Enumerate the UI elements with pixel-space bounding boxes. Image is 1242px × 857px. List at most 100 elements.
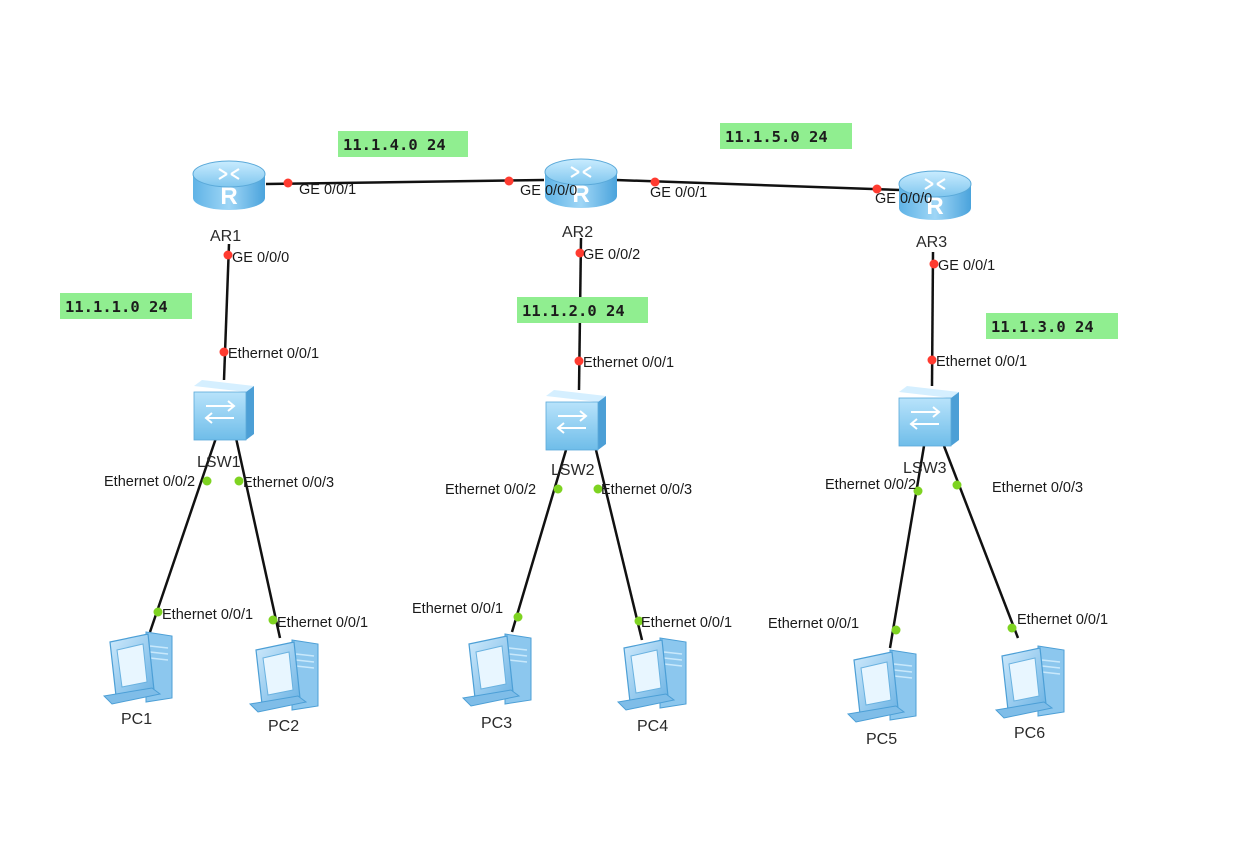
switch-lsw3[interactable]	[898, 385, 960, 447]
pc-pc3[interactable]	[462, 633, 532, 707]
port-label: Ethernet 0/0/3	[992, 480, 1083, 496]
link-lsw1-pc2	[234, 437, 282, 639]
port-dot-router	[574, 356, 584, 366]
port-label: Ethernet 0/0/1	[936, 354, 1027, 370]
port-label: GE 0/0/0	[232, 250, 289, 266]
port-dot-switch	[234, 476, 244, 486]
port-label: Ethernet 0/0/3	[243, 475, 334, 491]
port-label: Ethernet 0/0/2	[825, 477, 916, 493]
device-label-pc4: PC4	[637, 718, 668, 735]
link-lsw3-pc5	[888, 445, 926, 649]
network-label-bg	[720, 123, 852, 149]
switch-icon	[545, 389, 607, 451]
port-dot-switch	[913, 486, 923, 496]
link-lsw3-pc6	[942, 445, 1020, 639]
port-dot-switch	[634, 616, 644, 626]
device-label-pc6: PC6	[1014, 725, 1045, 742]
device-label-lsw3: LSW3	[903, 460, 947, 477]
port-dot-switch	[593, 484, 603, 494]
pc-icon	[847, 649, 917, 723]
pc-icon	[617, 637, 687, 711]
pc-pc1[interactable]	[103, 631, 173, 705]
port-dot-router	[872, 184, 882, 194]
pc-icon	[103, 631, 173, 705]
switch-lsw1[interactable]	[193, 379, 255, 441]
device-label-ar2: AR2	[562, 224, 593, 241]
link-lsw2-pc4	[594, 449, 644, 641]
port-label: Ethernet 0/0/1	[162, 607, 253, 623]
device-labels: AR1 AR2 AR3 LSW1 LSW2 LSW3 PC1 PC2 PC3 P…	[121, 224, 1045, 748]
port-dot-switch	[891, 625, 901, 635]
port-dot-router	[219, 347, 229, 357]
port-label: GE 0/0/2	[583, 247, 640, 263]
link-lsw1-pc1	[148, 437, 218, 633]
pc-pc6[interactable]	[995, 645, 1065, 719]
port-dot-router	[575, 248, 585, 258]
network-label: 11.1.1.0 24	[65, 298, 168, 316]
pc-pc2[interactable]	[249, 639, 319, 713]
link-ar2-ar3	[615, 178, 901, 192]
port-dots	[153, 176, 1017, 635]
port-label: Ethernet 0/0/1	[277, 615, 368, 631]
port-dot-switch	[268, 615, 278, 625]
port-label: GE 0/0/1	[299, 182, 356, 198]
network-label: 11.1.2.0 24	[522, 302, 625, 320]
pc-icon	[249, 639, 319, 713]
port-label: Ethernet 0/0/1	[412, 601, 503, 617]
port-dot-switch	[202, 476, 212, 486]
port-dot-router	[650, 177, 660, 187]
port-label: GE 0/0/1	[938, 258, 995, 274]
port-label: Ethernet 0/0/2	[104, 474, 195, 490]
link-lsw2-pc3	[510, 449, 568, 633]
network-label-bg	[517, 297, 648, 323]
port-dot-router	[929, 259, 939, 269]
port-label: Ethernet 0/0/1	[228, 346, 319, 362]
port-label: Ethernet 0/0/1	[768, 616, 859, 632]
link-ar3-lsw3	[930, 251, 935, 387]
network-labels: 11.1.4.0 24 11.1.5.0 24 11.1.1.0 24 11.1…	[60, 123, 1118, 339]
network-label: 11.1.4.0 24	[343, 136, 446, 154]
port-label: GE 0/0/1	[650, 185, 707, 201]
port-label: Ethernet 0/0/1	[583, 355, 674, 371]
links	[148, 178, 1020, 649]
device-label-lsw2: LSW2	[551, 462, 595, 479]
link-ar1-lsw1	[222, 243, 231, 381]
port-dot-switch	[153, 607, 163, 617]
switch-lsw2[interactable]	[545, 389, 607, 451]
pc-pc4[interactable]	[617, 637, 687, 711]
device-label-pc5: PC5	[866, 731, 897, 748]
port-dot-switch	[553, 484, 563, 494]
link-ar1-ar2	[265, 178, 545, 186]
port-label: Ethernet 0/0/1	[1017, 612, 1108, 628]
router-ar1[interactable]	[191, 159, 267, 212]
device-label-ar1: AR1	[210, 228, 241, 245]
device-label-lsw1: LSW1	[197, 454, 241, 471]
network-label: 11.1.3.0 24	[991, 318, 1094, 336]
port-dot-switch	[513, 612, 523, 622]
device-label-pc3: PC3	[481, 715, 512, 732]
port-dot-router	[504, 176, 514, 186]
port-label: Ethernet 0/0/3	[601, 482, 692, 498]
device-label-ar3: AR3	[916, 234, 947, 251]
switch-icon	[898, 385, 960, 447]
port-label: GE 0/0/0	[875, 191, 932, 207]
pc-pc5[interactable]	[847, 649, 917, 723]
switch-icon	[193, 379, 255, 441]
port-dot-switch	[1007, 623, 1017, 633]
network-label-bg	[60, 293, 192, 319]
network-label-bg	[338, 131, 468, 157]
port-dot-router	[283, 178, 293, 188]
port-dot-router	[927, 355, 937, 365]
port-labels: GE 0/0/1 GE 0/0/0 GE 0/0/0 GE 0/0/1 GE 0…	[104, 182, 1108, 632]
port-label: Ethernet 0/0/2	[445, 482, 536, 498]
port-dot-router	[223, 250, 233, 260]
network-label-bg	[986, 313, 1118, 339]
pc-icon	[462, 633, 532, 707]
port-label: Ethernet 0/0/1	[641, 615, 732, 631]
network-label: 11.1.5.0 24	[725, 128, 828, 146]
pc-icon	[995, 645, 1065, 719]
device-label-pc2: PC2	[268, 718, 299, 735]
router-icon	[191, 159, 267, 212]
port-dot-switch	[952, 480, 962, 490]
